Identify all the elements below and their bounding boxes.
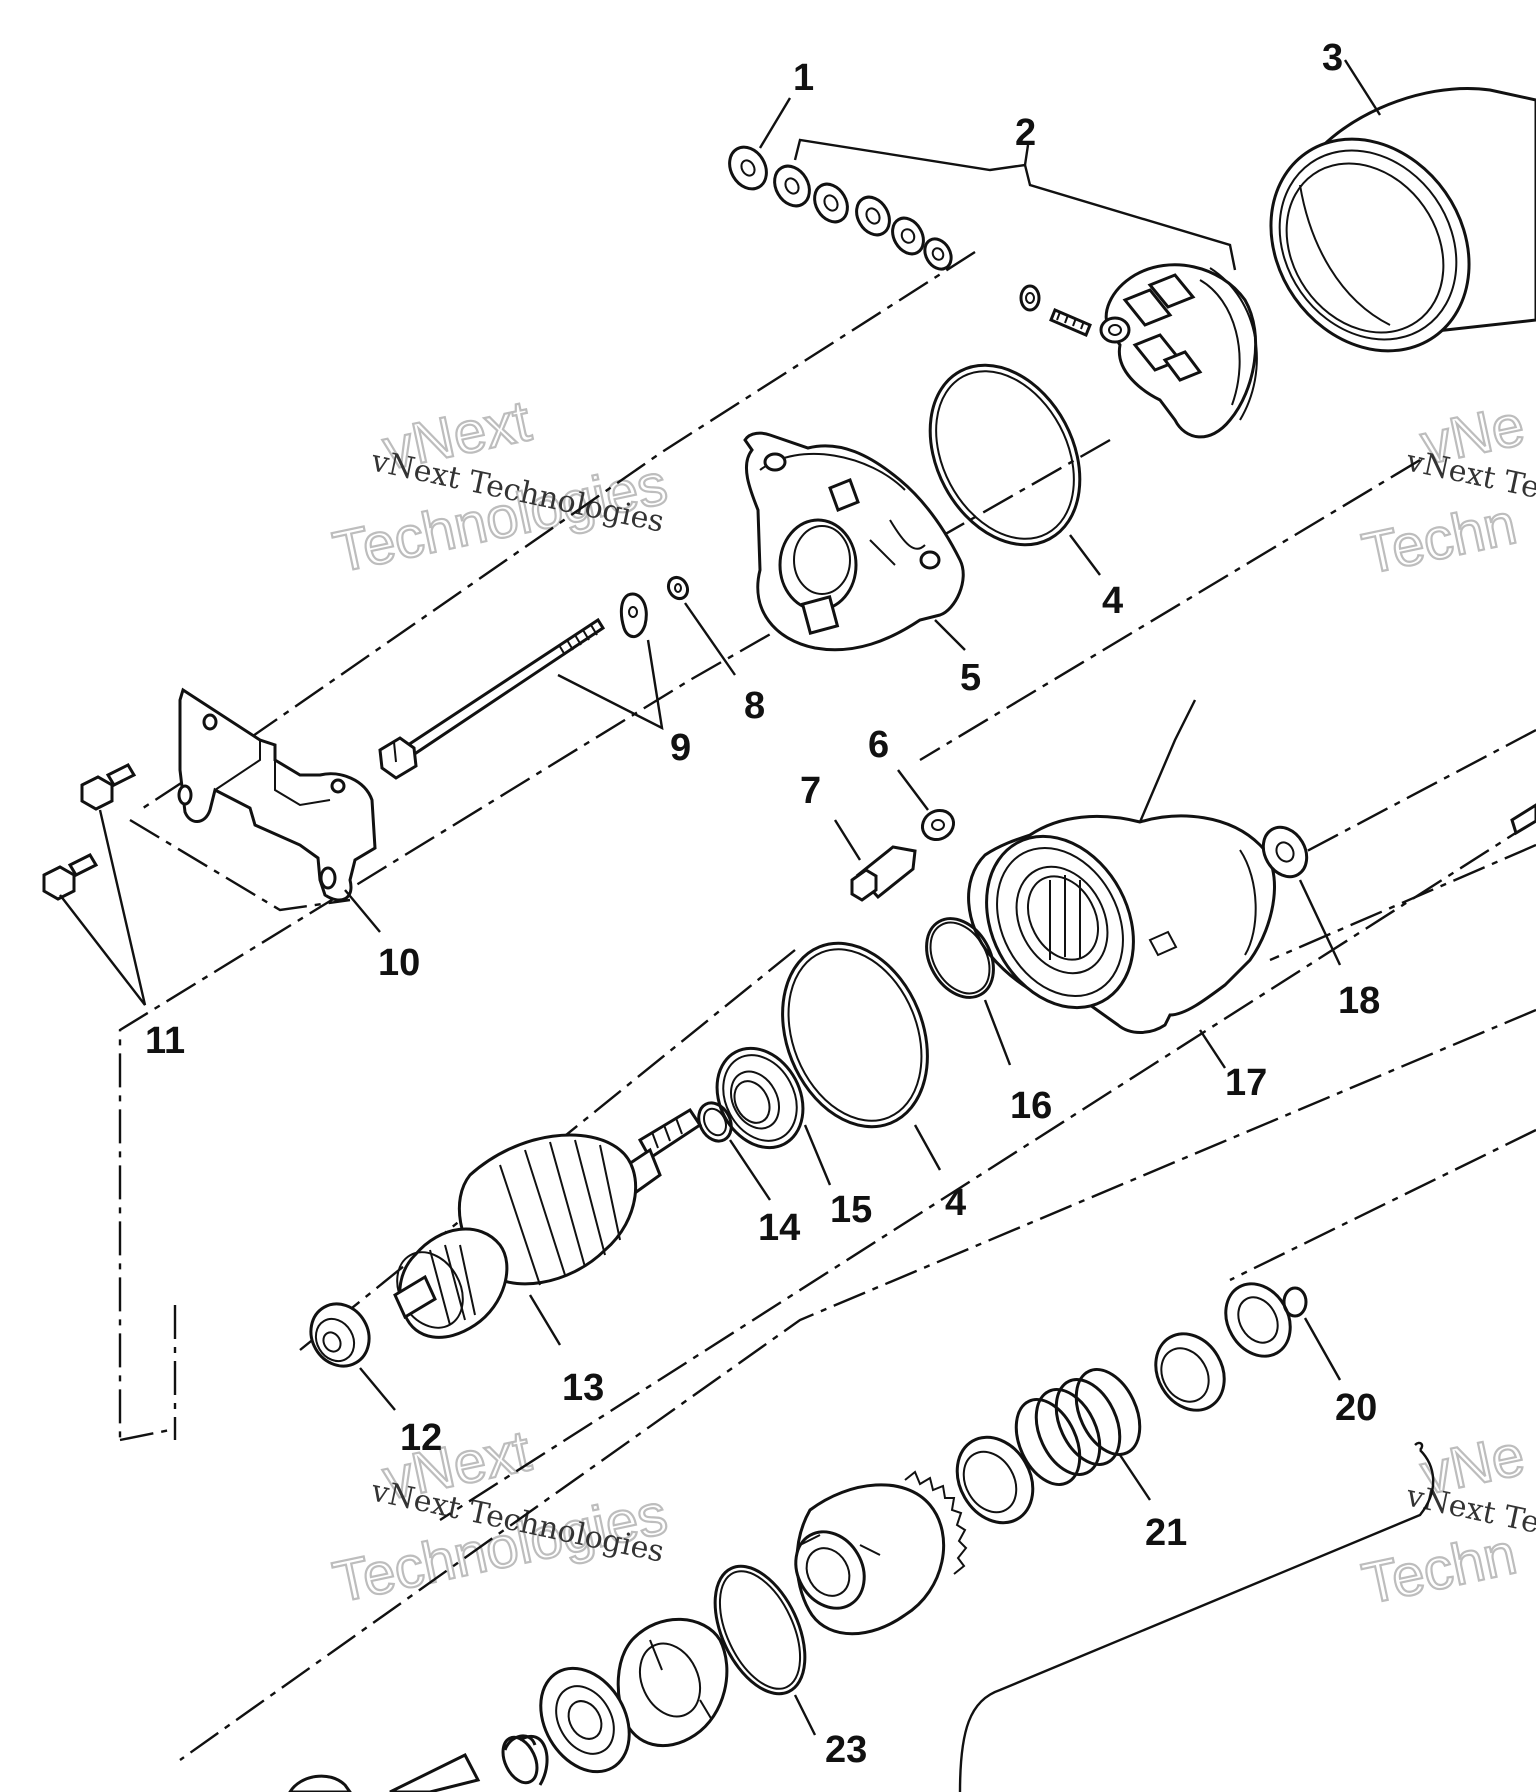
callout-23: 23: [825, 1729, 867, 1771]
part-2-brush-holder: [1019, 263, 1258, 439]
callout-5: 5: [960, 657, 981, 699]
part-18-washer: [1261, 825, 1342, 966]
callout-4-upper: 4: [1102, 580, 1123, 622]
part-stud-right-edge: [1510, 803, 1536, 836]
part-20-clip: [1224, 1282, 1342, 1381]
part-4-o-ring-upper: [928, 363, 1101, 576]
part-circlip-bottom: [501, 1734, 549, 1786]
part-17-front-housing: [967, 699, 1276, 1069]
part-11-bolts: [42, 763, 147, 1006]
callout-15: 15: [830, 1189, 872, 1231]
callout-10: 10: [378, 942, 420, 984]
part-stop-collar: [616, 1617, 729, 1748]
part-7-stud-bolt: [833, 819, 917, 902]
part-15-bearing: [715, 1046, 832, 1186]
svg-text:Techn: Techn: [1357, 1521, 1522, 1617]
part-shaft-bottom: [288, 1753, 481, 1792]
callout-8: 8: [744, 685, 765, 727]
part-21-spring: [955, 1332, 1226, 1525]
part-pinion-clutch: [794, 1470, 968, 1636]
part-2-washer-set: [773, 138, 1237, 271]
part-12-bushing: [309, 1302, 396, 1411]
svg-text:Techn: Techn: [1357, 491, 1522, 587]
callout-4-lower: 4: [945, 1182, 966, 1224]
callout-9: 9: [670, 727, 691, 769]
callout-2: 2: [1015, 112, 1036, 154]
callout-1: 1: [793, 57, 814, 99]
callout-20: 20: [1335, 1387, 1377, 1429]
part-3-yoke-housing: [1269, 59, 1536, 353]
callout-6: 6: [868, 724, 889, 766]
callout-21: 21: [1145, 1512, 1187, 1554]
part-6-nut: [897, 769, 956, 842]
part-thrust-washer: [539, 1666, 631, 1774]
callout-3: 3: [1322, 37, 1343, 79]
callout-14: 14: [758, 1207, 800, 1249]
part-9-through-bolt: [378, 592, 664, 780]
part-23-ring: [713, 1564, 817, 1736]
callout-16: 16: [1010, 1085, 1052, 1127]
part-13-armature: [393, 1107, 703, 1346]
callout-17: 17: [1225, 1062, 1267, 1104]
part-16-o-ring: [925, 917, 1012, 1066]
part-10-bracket: [177, 687, 381, 933]
part-8-washer: [666, 575, 736, 676]
group-bracket-lower: [958, 1441, 1435, 1792]
callout-18: 18: [1338, 980, 1380, 1022]
part-4-o-ring-lower: [781, 941, 942, 1171]
part-1-nut: [728, 97, 792, 191]
part-5-rear-cover: [743, 431, 966, 652]
callout-12: 12: [400, 1417, 442, 1459]
callout-11: 11: [145, 1020, 185, 1062]
part-14-snap-ring: [697, 1101, 771, 1201]
callout-13: 13: [562, 1367, 604, 1409]
callout-7: 7: [800, 770, 821, 812]
